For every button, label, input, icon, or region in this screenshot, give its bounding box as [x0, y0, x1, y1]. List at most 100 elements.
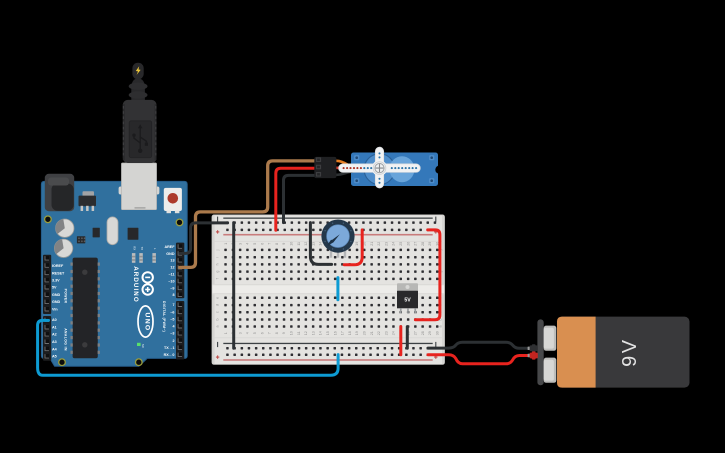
svg-text:A2: A2 — [52, 333, 57, 337]
svg-text:ANALOG IN: ANALOG IN — [64, 328, 68, 351]
svg-text:b: b — [439, 319, 443, 321]
svg-text:29: 29 — [428, 331, 432, 335]
svg-text:12: 12 — [304, 242, 308, 246]
svg-text:23: 23 — [384, 331, 388, 335]
svg-text:1: 1 — [224, 243, 228, 245]
svg-text:e: e — [215, 297, 219, 299]
svg-text:11: 11 — [297, 331, 301, 335]
svg-text:i: i — [215, 257, 219, 258]
svg-text:10: 10 — [290, 242, 294, 246]
svg-text:7: 7 — [268, 332, 272, 334]
svg-text:9: 9 — [282, 243, 286, 245]
svg-text:c: c — [215, 311, 219, 313]
svg-text:3.3V: 3.3V — [52, 279, 60, 283]
svg-text:30: 30 — [435, 331, 439, 335]
svg-text:ON: ON — [141, 344, 145, 348]
svg-text:3: 3 — [238, 332, 242, 334]
svg-text:RESET: RESET — [52, 271, 65, 275]
svg-text:6: 6 — [260, 243, 264, 245]
svg-text:25: 25 — [399, 242, 403, 246]
svg-text:9V: 9V — [619, 337, 641, 366]
svg-text:d: d — [215, 304, 219, 306]
svg-text:~10: ~10 — [168, 279, 174, 283]
svg-text:A1: A1 — [52, 326, 57, 330]
svg-text:g: g — [215, 271, 219, 273]
svg-text:~6: ~6 — [170, 310, 174, 314]
svg-text:18: 18 — [348, 331, 352, 335]
svg-text:5: 5 — [253, 332, 257, 334]
svg-text:AREF: AREF — [164, 245, 175, 249]
svg-text:21: 21 — [370, 242, 374, 246]
svg-text:GND: GND — [52, 293, 61, 297]
svg-text:8: 8 — [172, 293, 174, 297]
svg-text:A0: A0 — [52, 318, 57, 322]
svg-text:f: f — [215, 278, 219, 279]
svg-text:7: 7 — [268, 243, 272, 245]
svg-text:15: 15 — [326, 331, 330, 335]
svg-text:GND: GND — [52, 300, 61, 304]
svg-text:h: h — [215, 263, 219, 265]
svg-text:20: 20 — [362, 331, 366, 335]
svg-text:5V: 5V — [52, 286, 57, 290]
svg-text:Vin: Vin — [52, 308, 58, 312]
svg-text:19: 19 — [355, 331, 359, 335]
svg-text:5: 5 — [253, 243, 257, 245]
svg-text:3: 3 — [238, 243, 242, 245]
svg-text:~9: ~9 — [170, 286, 174, 290]
svg-text:5V: 5V — [404, 298, 411, 304]
svg-text:~11: ~11 — [168, 273, 174, 277]
svg-text:~3: ~3 — [170, 332, 174, 336]
svg-text:a: a — [215, 326, 219, 328]
svg-text:13: 13 — [311, 242, 315, 246]
svg-text:11: 11 — [297, 242, 301, 246]
svg-text:12: 12 — [170, 266, 174, 270]
svg-text:29: 29 — [428, 242, 432, 246]
svg-text:IOREF: IOREF — [52, 264, 64, 268]
svg-text:19: 19 — [355, 242, 359, 246]
svg-text:20: 20 — [363, 242, 367, 246]
svg-text:22: 22 — [377, 242, 381, 246]
svg-text:28: 28 — [421, 331, 425, 335]
svg-text:4: 4 — [172, 325, 175, 329]
svg-text:TX: TX — [140, 247, 144, 251]
svg-text:7: 7 — [172, 303, 174, 307]
svg-text:RX←0: RX←0 — [164, 353, 175, 357]
svg-text:A4: A4 — [52, 347, 58, 351]
svg-text:A3: A3 — [52, 340, 57, 344]
svg-text:2: 2 — [172, 339, 174, 343]
svg-text:26: 26 — [406, 242, 410, 246]
svg-text:24: 24 — [392, 331, 396, 335]
svg-text:4: 4 — [246, 243, 250, 245]
svg-text:ARDUINO: ARDUINO — [132, 266, 139, 303]
svg-text:8: 8 — [275, 243, 279, 245]
svg-text:a: a — [439, 326, 443, 328]
svg-text:21: 21 — [370, 331, 374, 335]
svg-text:14: 14 — [319, 331, 323, 335]
svg-text:12: 12 — [304, 331, 308, 335]
svg-text:24: 24 — [392, 242, 396, 246]
svg-text:1: 1 — [224, 332, 228, 334]
svg-text:14: 14 — [319, 242, 323, 246]
svg-text:L: L — [153, 248, 157, 250]
svg-text:17: 17 — [341, 331, 345, 335]
svg-text:30: 30 — [436, 242, 440, 246]
svg-text:A5: A5 — [52, 355, 57, 359]
svg-text:j: j — [215, 249, 219, 251]
svg-text:23: 23 — [384, 242, 388, 246]
svg-text:8: 8 — [275, 332, 279, 334]
svg-text:b: b — [215, 319, 219, 321]
svg-text:22: 22 — [377, 331, 381, 335]
svg-text:13: 13 — [170, 259, 174, 263]
svg-text:27: 27 — [414, 331, 418, 335]
svg-text:POWER: POWER — [64, 289, 68, 304]
svg-text:9: 9 — [282, 332, 286, 334]
svg-text:6: 6 — [260, 332, 264, 334]
svg-text:16: 16 — [333, 331, 337, 335]
svg-text:GND: GND — [166, 252, 175, 256]
svg-text:~5: ~5 — [170, 317, 174, 321]
svg-text:28: 28 — [421, 242, 425, 246]
svg-text:RX: RX — [133, 246, 137, 250]
svg-text:UNO: UNO — [144, 312, 151, 331]
svg-text:27: 27 — [414, 242, 418, 246]
svg-text:13: 13 — [311, 331, 315, 335]
